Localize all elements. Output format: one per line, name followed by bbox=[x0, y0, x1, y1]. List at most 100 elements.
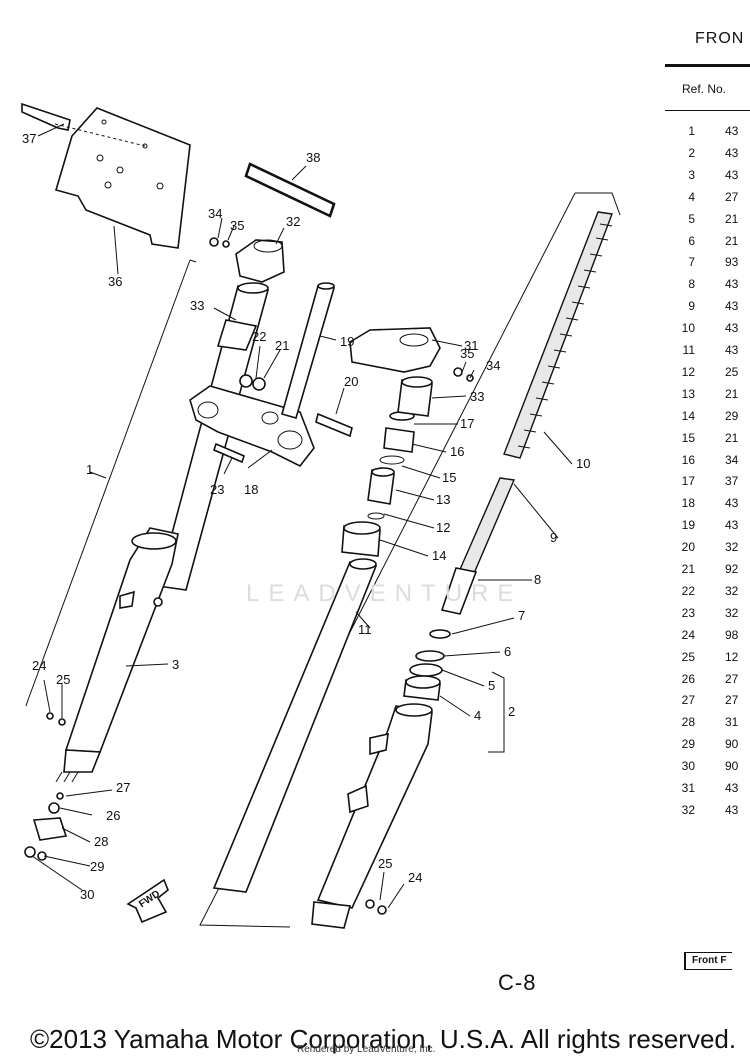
callout-33: 33 bbox=[190, 298, 204, 313]
part-number-prefix: 21 bbox=[725, 233, 739, 248]
table-rule-top bbox=[665, 64, 750, 67]
callout-8: 8 bbox=[534, 572, 541, 587]
callout-32: 32 bbox=[286, 214, 300, 229]
part-number-prefix: 93 bbox=[725, 255, 739, 270]
part-number-prefix: 29 bbox=[725, 408, 739, 423]
callout-30: 30 bbox=[80, 887, 94, 902]
callout-19: 19 bbox=[340, 334, 354, 349]
ref-number: 31 bbox=[681, 781, 695, 795]
ref-number: 1 bbox=[688, 124, 695, 138]
part-number-prefix: 90 bbox=[725, 737, 739, 752]
part-number-prefix: 92 bbox=[725, 562, 739, 576]
right-fork-frame bbox=[199, 192, 621, 928]
callout-2: 2 bbox=[508, 704, 515, 719]
oil-seal bbox=[383, 427, 415, 453]
ref-number: 5 bbox=[688, 211, 695, 226]
ref-number: 26 bbox=[681, 671, 695, 686]
seat-washer bbox=[429, 629, 451, 639]
callout-4: 4 bbox=[474, 708, 481, 723]
part-number-prefix: 31 bbox=[725, 715, 739, 730]
part-number-prefix: 27 bbox=[725, 693, 739, 708]
rendered-by-notice: Rendered by LeadVenture, Inc. bbox=[297, 1044, 436, 1055]
callout-35: 35 bbox=[230, 218, 244, 233]
callout-38: 38 bbox=[306, 150, 320, 165]
ref-number: 7 bbox=[688, 255, 695, 270]
bracket-bolt bbox=[213, 442, 245, 464]
table-rule-head bbox=[665, 110, 750, 111]
part-number-prefix: 32 bbox=[725, 540, 739, 555]
ref-number: 3 bbox=[688, 167, 695, 182]
fwd-label: FWD bbox=[137, 888, 162, 910]
ref-number: 10 bbox=[681, 321, 695, 336]
callout-13: 13 bbox=[436, 492, 450, 507]
ref-number: 8 bbox=[688, 277, 695, 292]
callout-15: 15 bbox=[442, 470, 456, 485]
callout-6: 6 bbox=[504, 644, 511, 659]
plate-clip bbox=[21, 102, 71, 131]
ref-number: 27 bbox=[681, 693, 695, 708]
rod-piece bbox=[440, 567, 478, 615]
callout-18: 18 bbox=[244, 482, 258, 497]
callout-25-right: 25 bbox=[378, 856, 392, 871]
ref-number: 17 bbox=[681, 474, 695, 489]
callout-24-right: 24 bbox=[408, 870, 422, 885]
part-number-prefix: 32 bbox=[725, 605, 739, 620]
pinch-bolt bbox=[315, 412, 353, 438]
callout-35-right: 35 bbox=[460, 346, 474, 361]
ref-number: 2 bbox=[688, 145, 695, 160]
part-number-prefix: 43 bbox=[725, 343, 739, 357]
leader-lines bbox=[31, 123, 573, 909]
ref-number: 4 bbox=[688, 189, 695, 204]
callout-12: 12 bbox=[436, 520, 450, 535]
part-number-prefix: 21 bbox=[725, 386, 739, 401]
callout-31: 31 bbox=[464, 338, 478, 353]
ref-number: 14 bbox=[681, 408, 695, 423]
ref-number: 9 bbox=[688, 299, 695, 314]
part-number-prefix: 43 bbox=[725, 277, 739, 292]
ref-number: 12 bbox=[681, 364, 695, 379]
ref-number: 32 bbox=[681, 802, 695, 817]
ref-number: 24 bbox=[681, 627, 695, 642]
callout-17: 17 bbox=[460, 416, 474, 431]
callout-28: 28 bbox=[94, 834, 108, 849]
callout-16: 16 bbox=[450, 444, 464, 459]
part-number-prefix: 32 bbox=[725, 583, 739, 598]
ref-number: 15 bbox=[681, 430, 695, 445]
callout-33-right: 33 bbox=[470, 389, 484, 404]
part-number-prefix: 90 bbox=[725, 759, 739, 774]
ref-number: 21 bbox=[681, 562, 695, 576]
fork-assembly-bracket bbox=[25, 259, 197, 707]
callout-34: 34 bbox=[208, 206, 222, 221]
part-number-prefix: 12 bbox=[725, 649, 739, 664]
callout-7: 7 bbox=[518, 608, 525, 623]
callout-27: 27 bbox=[116, 780, 130, 795]
ref-number: 11 bbox=[682, 343, 695, 357]
ref-number: 22 bbox=[681, 583, 695, 598]
ref-number: 18 bbox=[681, 496, 695, 511]
callout-14: 14 bbox=[432, 548, 446, 563]
part-number-prefix: 27 bbox=[725, 189, 739, 204]
callout-26: 26 bbox=[106, 808, 120, 823]
ref-number: 20 bbox=[681, 540, 695, 555]
callout-23: 23 bbox=[210, 482, 224, 497]
callout-37: 37 bbox=[22, 131, 36, 146]
part-number-prefix: 43 bbox=[725, 145, 739, 160]
callout-29: 29 bbox=[90, 859, 104, 874]
part-number-prefix: 43 bbox=[725, 124, 739, 138]
watermark: LEADVENTURE bbox=[246, 580, 523, 607]
emblem-plate bbox=[55, 107, 191, 249]
ref-number: 28 bbox=[681, 715, 695, 730]
callout-10: 10 bbox=[576, 456, 590, 471]
ref-number: 23 bbox=[681, 605, 695, 620]
part-number-prefix: 37 bbox=[725, 474, 739, 489]
left-handlebar bbox=[216, 319, 258, 351]
copyright-notice: ©2013 Yamaha Motor Corporation, U.S.A. A… bbox=[30, 1024, 737, 1054]
part-number-prefix: 43 bbox=[725, 781, 739, 795]
callout-9: 9 bbox=[550, 530, 557, 545]
callout-11: 11 bbox=[358, 622, 372, 637]
fwd-arrow bbox=[126, 878, 169, 924]
part-number-prefix: 43 bbox=[725, 802, 739, 817]
ref-number: 30 bbox=[681, 759, 695, 774]
